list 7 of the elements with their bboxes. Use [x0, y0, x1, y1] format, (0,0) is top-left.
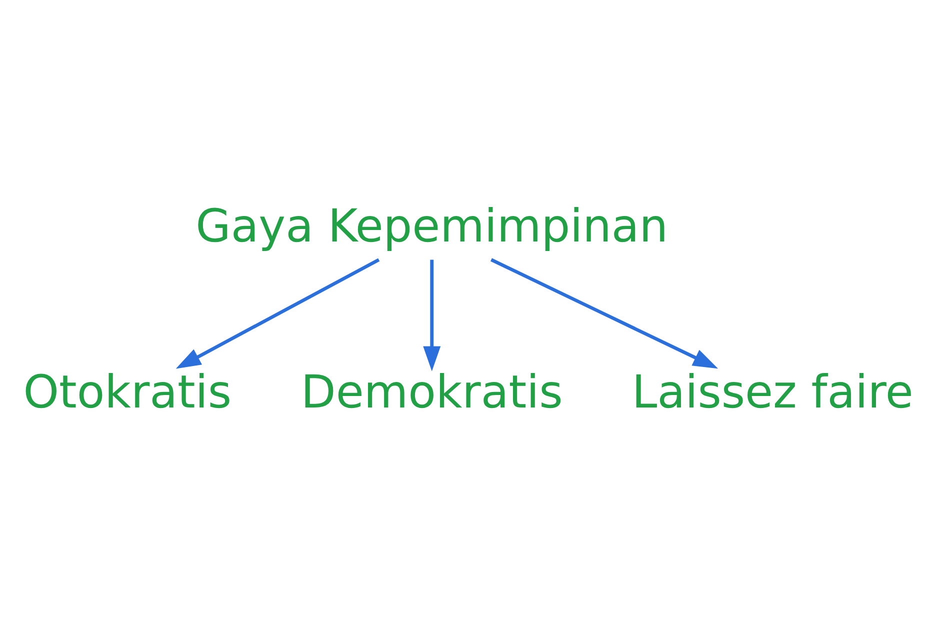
node-text: Laissez faire — [632, 364, 914, 418]
arrow — [423, 259, 441, 371]
node-text: Gaya Kepemimpinan — [196, 198, 668, 252]
node-text: Otokratis — [23, 364, 232, 418]
arrow — [490, 258, 718, 368]
node-text: Demokratis — [300, 364, 563, 418]
arrow — [176, 258, 380, 368]
